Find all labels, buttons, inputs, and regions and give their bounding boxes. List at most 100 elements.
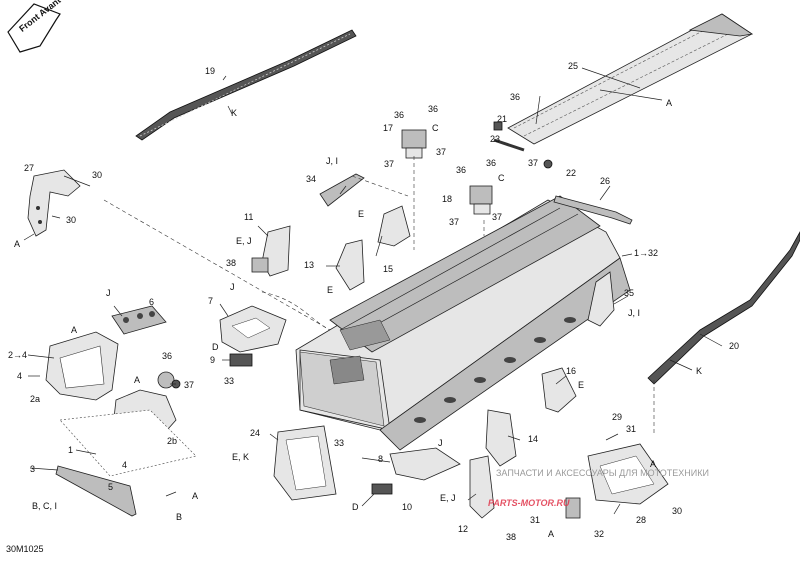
callout-19: 19 — [205, 66, 215, 76]
part-21-clip — [493, 121, 503, 131]
callout-4-a: 4 — [17, 371, 22, 381]
callout-38-b: 38 — [506, 532, 516, 542]
callout-24: 24 — [250, 428, 260, 438]
callout-15: 15 — [383, 264, 393, 274]
part-8-bracket — [389, 447, 461, 481]
callout-5: 5 — [108, 482, 113, 492]
callout-D-1: D — [212, 342, 219, 352]
callout-28: 28 — [636, 515, 646, 525]
part-16-bracket — [541, 367, 577, 413]
callout-37-b: 37 — [436, 147, 446, 157]
front-direction-badge: Front Avant — [7, 0, 63, 53]
callout-K-1: K — [231, 108, 237, 118]
callout-A-1: A — [666, 98, 672, 108]
callout-29: 29 — [612, 412, 622, 422]
watermark: ЗАПЧАСТИ И АКСЕССУАРЫ ДЛЯ МОТОТЕХНИКИ PA… — [488, 468, 709, 508]
callout-J-1: J — [106, 288, 111, 298]
callout-10: 10 — [402, 502, 412, 512]
callout-A-6: A — [650, 459, 656, 469]
callout-9: 9 — [210, 355, 215, 365]
callout-13: 13 — [304, 260, 314, 270]
part-35-bracket — [587, 271, 615, 327]
callout-18: 18 — [442, 194, 452, 204]
leader-lines — [23, 67, 723, 515]
part-34-gusset — [319, 173, 365, 207]
callout-J-3: J — [438, 438, 443, 448]
part-13-bracket — [335, 239, 365, 291]
callout-16: 16 — [566, 366, 576, 376]
part-26-bar — [553, 195, 633, 225]
part-19-rail — [135, 29, 357, 141]
part-27-bracket — [27, 169, 81, 237]
callout-1: 1 — [68, 445, 73, 455]
part-1-tunnel — [295, 195, 631, 451]
callout-A-2: A — [14, 239, 20, 249]
callout-36-c: 36 — [428, 104, 438, 114]
callout-4-b: 4 — [122, 460, 127, 470]
callout-A-5: A — [192, 491, 198, 501]
watermark-logo: PARTS-MOTOR.RU — [488, 498, 570, 508]
callout-31-a: 31 — [626, 424, 636, 434]
callout-6: 6 — [149, 297, 154, 307]
part-11-bracket — [251, 225, 291, 277]
callout-36-e: 36 — [486, 158, 496, 168]
part-7-bracket — [219, 305, 287, 353]
part-12-bracket — [469, 455, 495, 519]
callout-2a: 2a — [30, 394, 40, 404]
callout-J-I-2: J, I — [628, 308, 640, 318]
callout-A-7: A — [548, 529, 554, 539]
callout-17: 17 — [383, 123, 393, 133]
callout-36-a: 36 — [510, 92, 520, 102]
callout-B: B — [176, 512, 182, 522]
part-24-panel — [273, 425, 337, 501]
callout-33-b: 33 — [334, 438, 344, 448]
callout-C-2: C — [498, 173, 505, 183]
callout-12: 12 — [458, 524, 468, 534]
callout-C-1: C — [432, 123, 439, 133]
part-17-clamp — [401, 129, 427, 159]
figure-code: 30M1025 — [6, 544, 44, 554]
callout-E-K: E, K — [232, 452, 249, 462]
callout-23: 23 — [490, 134, 500, 144]
callout-E-J-1: E, J — [236, 236, 252, 246]
part-28-assembly — [565, 443, 669, 519]
part-14-bracket — [485, 409, 517, 467]
callout-31-b: 31 — [530, 515, 540, 525]
callout-E-1: E — [358, 209, 364, 219]
watermark-caption: ЗАПЧАСТИ И АКСЕССУАРЫ ДЛЯ МОТОТЕХНИКИ — [496, 468, 709, 478]
callout-J-I-1: J, I — [326, 156, 338, 166]
callout-26: 26 — [600, 176, 610, 186]
part-25-rail — [507, 13, 754, 145]
callout-37-d: 37 — [449, 217, 459, 227]
callout-32: 32 — [594, 529, 604, 539]
callout-B-C-I: B, C, I — [32, 501, 57, 511]
callout-K-2: K — [696, 366, 702, 376]
callout-30-c: 30 — [672, 506, 682, 516]
callout-37-f: 37 — [184, 380, 194, 390]
callout-21: 21 — [497, 114, 507, 124]
callout-1-32: 1→32 — [634, 248, 658, 258]
callout-33-a: 33 — [224, 376, 234, 386]
callout-3: 3 — [30, 464, 35, 474]
callout-8: 8 — [378, 454, 383, 464]
part-2a-bracket — [45, 331, 119, 401]
callout-37-c: 37 — [384, 159, 394, 169]
callout-34: 34 — [306, 174, 316, 184]
part-20-rail — [647, 231, 800, 385]
callout-11: 11 — [244, 212, 253, 222]
part-1-plate — [59, 409, 197, 477]
callout-36-d: 36 — [456, 165, 466, 175]
callout-D-2: D — [352, 502, 359, 512]
callout-25: 25 — [568, 61, 578, 71]
callout-J-2: J — [230, 282, 235, 292]
callout-37-a: 37 — [528, 158, 538, 168]
callout-labels: 19 K 25 A 36 21 23 37 22 36 36 17 C 37 3… — [8, 61, 739, 542]
callout-38-a: 38 — [226, 258, 236, 268]
callout-30-b: 30 — [66, 215, 76, 225]
callout-36-b: 36 — [394, 110, 404, 120]
callout-A-4: A — [134, 375, 140, 385]
part-15-bracket — [377, 205, 411, 247]
callout-36-f: 36 — [162, 351, 172, 361]
callout-E-2: E — [327, 285, 333, 295]
